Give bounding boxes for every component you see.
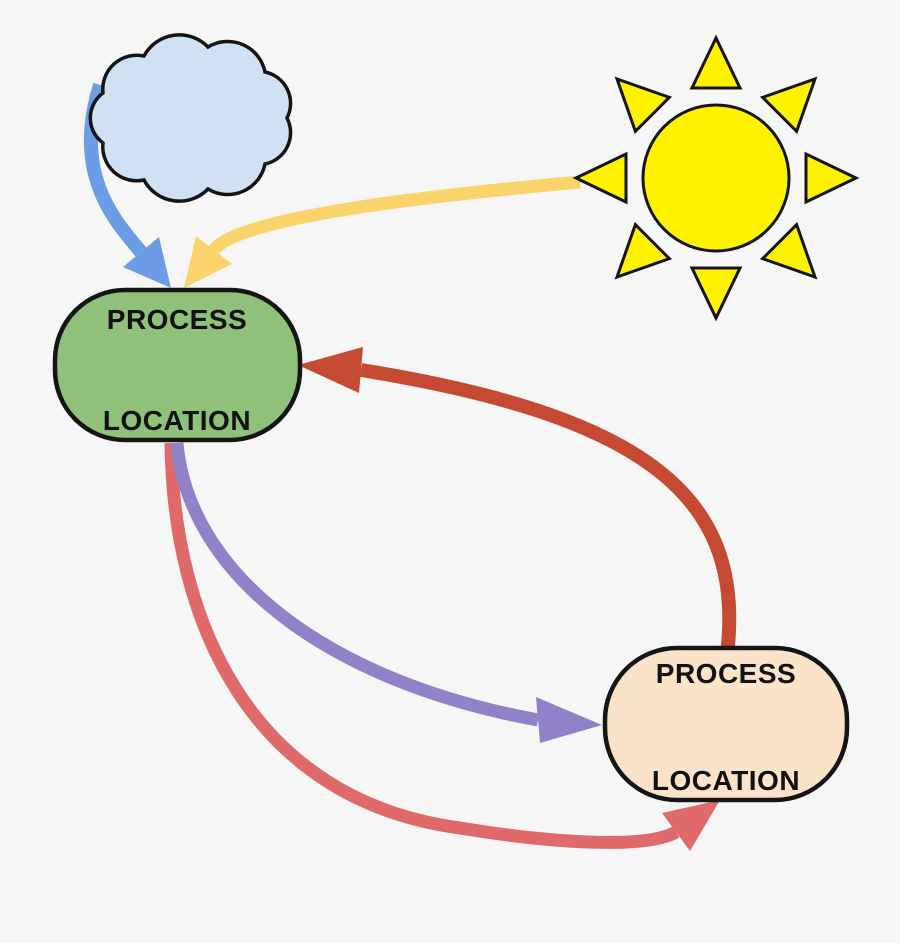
peach-process-node: PROCESS LOCATION — [602, 645, 850, 803]
peach-to-green-arrow-line — [359, 363, 737, 656]
peach-to-green-arrowhead — [298, 347, 363, 393]
peach-to-green-arrow — [298, 347, 737, 656]
green-process-label: PROCESS — [107, 304, 247, 335]
sun-ray-southeast — [759, 221, 818, 280]
sun-to-green-arrow-line — [208, 175, 581, 255]
green-process-node: PROCESS LOCATION — [52, 287, 303, 443]
sun-to-green-arrowhead — [184, 236, 232, 288]
sun-to-green-arrow — [184, 175, 581, 288]
green-to-peach-lower-arrow-line — [164, 442, 680, 849]
sun-ray-northwest — [614, 76, 673, 135]
green-process-node-shape — [52, 287, 303, 443]
sun-ray-northeast — [759, 76, 818, 135]
sun-ray-east — [804, 151, 860, 205]
green-location-label: LOCATION — [103, 405, 251, 436]
green-to-peach-upper-arrowhead — [536, 697, 602, 743]
green-to-peach-upper-arrow — [170, 442, 602, 743]
sun-ray-west — [572, 151, 628, 205]
peach-process-label: PROCESS — [656, 658, 796, 689]
sun-ray-north — [689, 34, 743, 90]
peach-location-label: LOCATION — [652, 765, 800, 796]
sun-ray-south — [689, 266, 743, 322]
sun-core — [641, 103, 791, 253]
cloud-to-green-arrowhead — [123, 237, 171, 288]
peach-process-node-shape — [602, 645, 850, 803]
green-to-peach-lower-arrowhead — [662, 800, 720, 851]
green-to-peach-upper-arrow-line — [170, 442, 540, 727]
sun-icon — [572, 34, 860, 322]
sun-ray-southwest — [614, 221, 673, 280]
cloud-icon — [88, 33, 293, 203]
green-to-peach-lower-arrow — [164, 442, 720, 851]
